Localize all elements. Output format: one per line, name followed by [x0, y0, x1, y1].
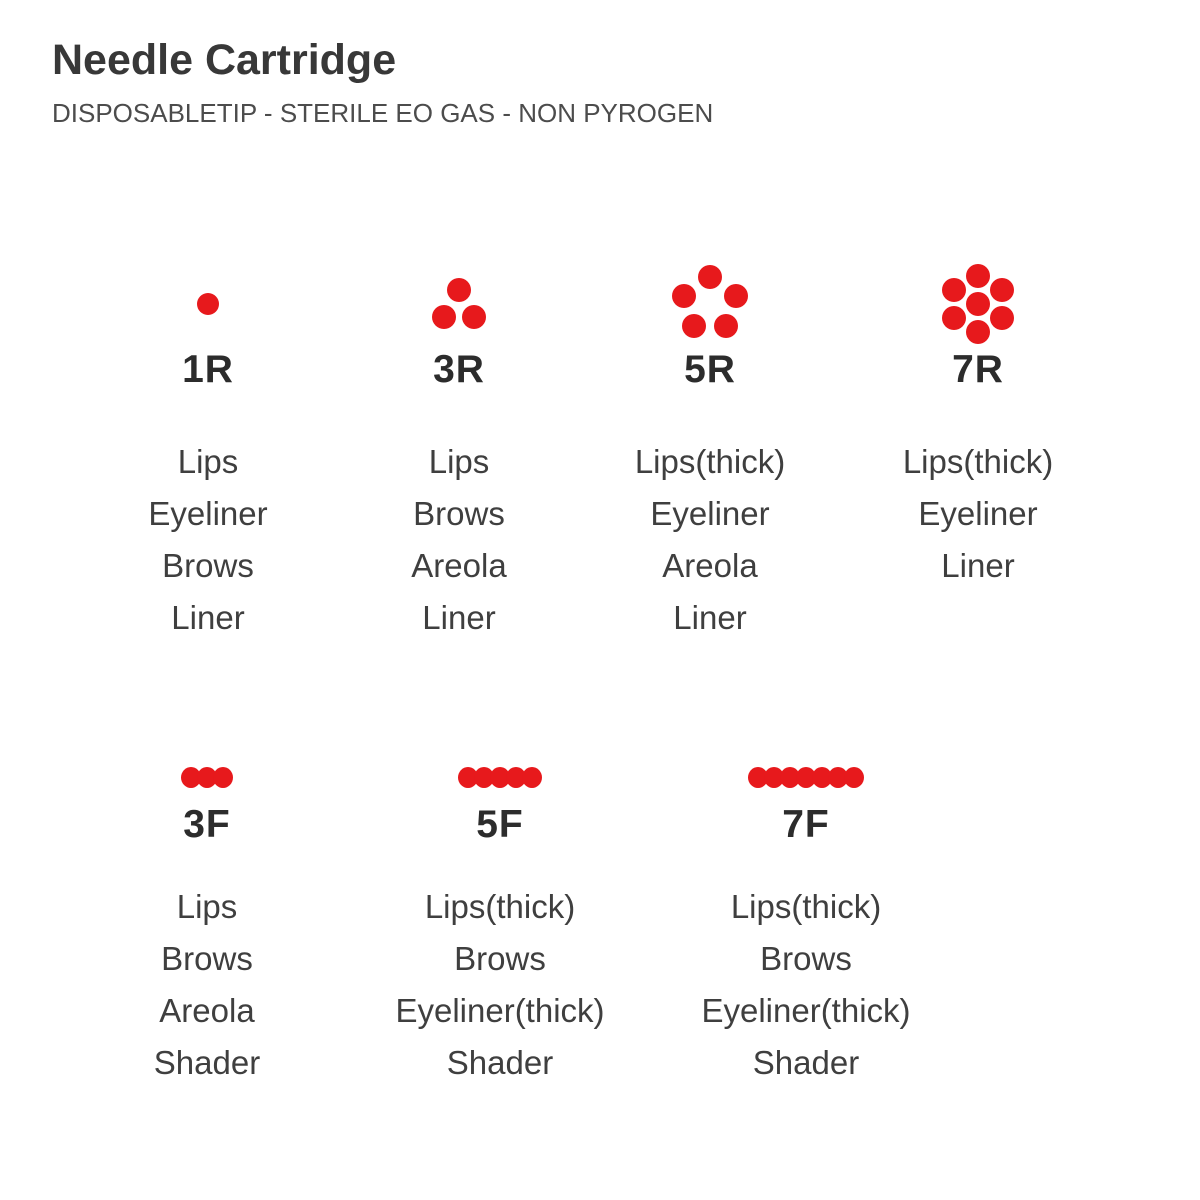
- use-item: Lips(thick): [730, 888, 882, 925]
- use-item: Eyeliner: [148, 495, 268, 532]
- use-item: Areola: [411, 547, 507, 584]
- needle-dot: [990, 278, 1015, 302]
- needle-dot: [522, 766, 542, 788]
- use-item: Brows: [161, 940, 253, 977]
- use-item: Shader: [153, 1044, 261, 1081]
- needle-dot: [812, 766, 832, 788]
- needle-code-label: 3R: [433, 348, 485, 391]
- use-item: Areola: [159, 992, 255, 1029]
- needle-dot: [458, 766, 478, 788]
- use-item: Brows: [454, 940, 546, 977]
- needle-pattern-5f: [458, 757, 542, 797]
- use-item: Eyeliner: [650, 495, 770, 532]
- needle-dot: [941, 306, 966, 330]
- needle-dot: [672, 283, 697, 308]
- needle-code-label: 5R: [684, 348, 736, 391]
- needle-pattern-5r: [655, 256, 765, 352]
- needle-code-label: 5F: [476, 803, 524, 846]
- needle-dot: [780, 766, 800, 788]
- needle-code-label: 1R: [182, 348, 234, 391]
- needle-dot: [844, 766, 864, 788]
- needle-dot: [713, 313, 738, 338]
- needle-dot: [941, 278, 966, 302]
- use-item: Eyeliner(thick): [701, 992, 911, 1029]
- needle-pattern-7f: [748, 757, 864, 797]
- use-item: Shader: [446, 1044, 554, 1081]
- needle-code-label: 7R: [952, 348, 1004, 391]
- use-item: Brows: [413, 495, 505, 532]
- use-item: Eyeliner: [918, 495, 1038, 532]
- use-item: Liner: [171, 599, 245, 636]
- use-item: Areola: [662, 547, 758, 584]
- page-subtitle: DISPOSABLETIP - STERILE EO GAS - NON PYR…: [52, 98, 714, 128]
- needle-code-label: 7F: [782, 803, 830, 846]
- use-item: Liner: [422, 599, 496, 636]
- needle-dot: [990, 306, 1015, 330]
- use-item: Shader: [752, 1044, 860, 1081]
- needle-pattern-7r: [923, 256, 1033, 352]
- needle-dot: [474, 766, 494, 788]
- use-item: Brows: [760, 940, 852, 977]
- needle-dot: [966, 292, 990, 316]
- needle-dot: [506, 766, 526, 788]
- needle-dot: [213, 766, 233, 788]
- needle-dot: [447, 278, 471, 302]
- use-item: Lips: [177, 443, 239, 480]
- use-item: Lips: [176, 888, 238, 925]
- use-item: Lips(thick): [424, 888, 576, 925]
- needle-dot: [462, 305, 486, 329]
- header: Needle Cartridge DISPOSABLETIP - STERILE…: [52, 34, 713, 128]
- use-item: Brows: [162, 547, 254, 584]
- needle-pattern-3f: [181, 757, 233, 797]
- needle-code-label: 3F: [183, 803, 231, 846]
- needle-dot: [490, 766, 510, 788]
- needle-pattern-1r: [153, 256, 263, 352]
- needle-dot: [432, 305, 456, 329]
- needle-dot: [682, 313, 707, 338]
- needle-pattern-3r: [404, 256, 514, 352]
- needle-dot: [698, 265, 722, 289]
- use-item: Eyeliner(thick): [395, 992, 605, 1029]
- needle-dot: [197, 293, 219, 315]
- use-item: Lips: [428, 443, 490, 480]
- needle-dot: [197, 766, 217, 788]
- use-item: Liner: [673, 599, 747, 636]
- page-title: Needle Cartridge: [52, 36, 397, 84]
- needle-dot: [181, 766, 201, 788]
- needle-dot: [748, 766, 768, 788]
- use-item: Lips(thick): [902, 443, 1054, 480]
- use-item: Lips(thick): [634, 443, 786, 480]
- needle-dot: [764, 766, 784, 788]
- needle-dot: [966, 264, 990, 288]
- needle-dot: [966, 320, 990, 344]
- needle-dot: [723, 283, 748, 308]
- needle-dot: [828, 766, 848, 788]
- use-item: Liner: [941, 547, 1015, 584]
- needle-dot: [796, 766, 816, 788]
